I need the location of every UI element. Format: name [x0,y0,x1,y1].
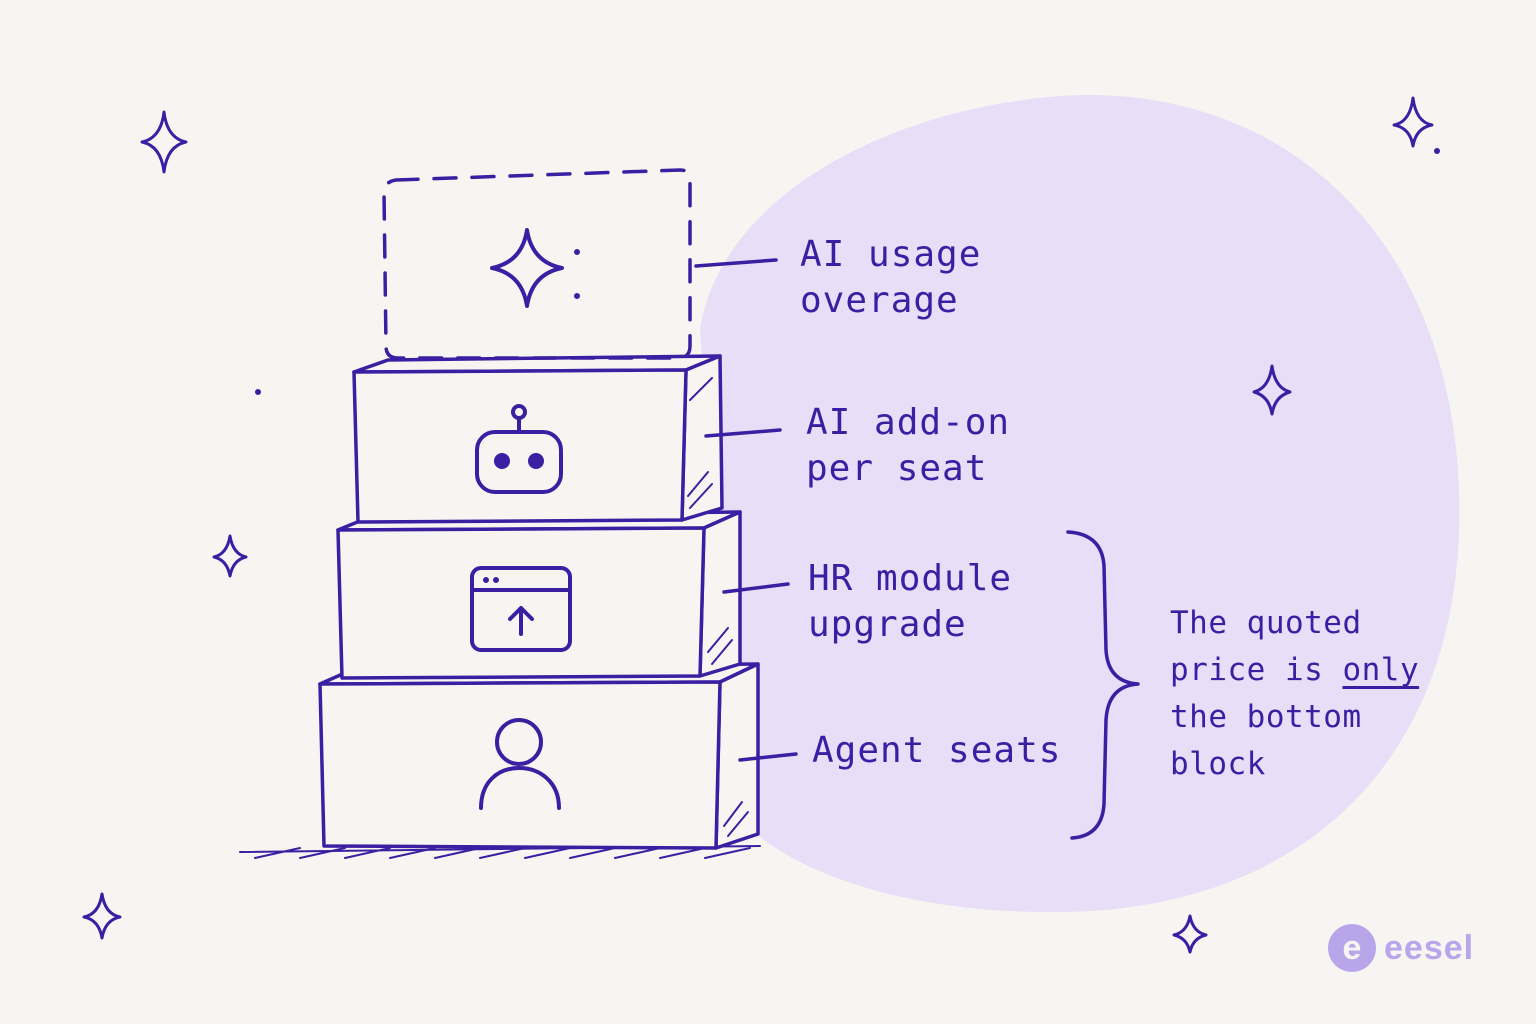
label-ai-addon-per-seat: AI add-on per seat [806,402,1011,489]
eesel-logo: e eesel [1328,924,1474,972]
block-hr-module [336,510,742,680]
sparkle-icon [490,228,580,308]
sparkle-icon [1172,914,1208,954]
block-agent-seats [318,662,760,850]
connector-lines [694,258,798,762]
background-circle [700,95,1460,913]
sparkle-icon [1252,364,1292,416]
sparkle-icon [212,534,248,578]
curly-brace [1066,530,1140,840]
emphasis-only: only [1342,652,1420,688]
label-hr-module-upgrade: HR module upgrade [808,558,1013,645]
label-ai-usage-overage: AI usage overage [800,234,982,321]
sparkle-icon [1392,96,1434,148]
label-agent-seats: Agent seats [812,730,1062,771]
block-ai-usage [382,168,692,360]
decorative-sparkles [82,96,1440,954]
person-icon [479,718,561,810]
sparkle-icon [82,892,122,940]
robot-icon [475,404,563,494]
sparkle-icon [140,110,188,174]
upload-window-icon [470,566,572,652]
pricing-note: The quoted price is only the bottom bloc… [1170,605,1420,782]
logo-mark: e [1328,924,1376,972]
logo-text: eesel [1384,928,1475,967]
block-ai-addon [352,354,724,524]
